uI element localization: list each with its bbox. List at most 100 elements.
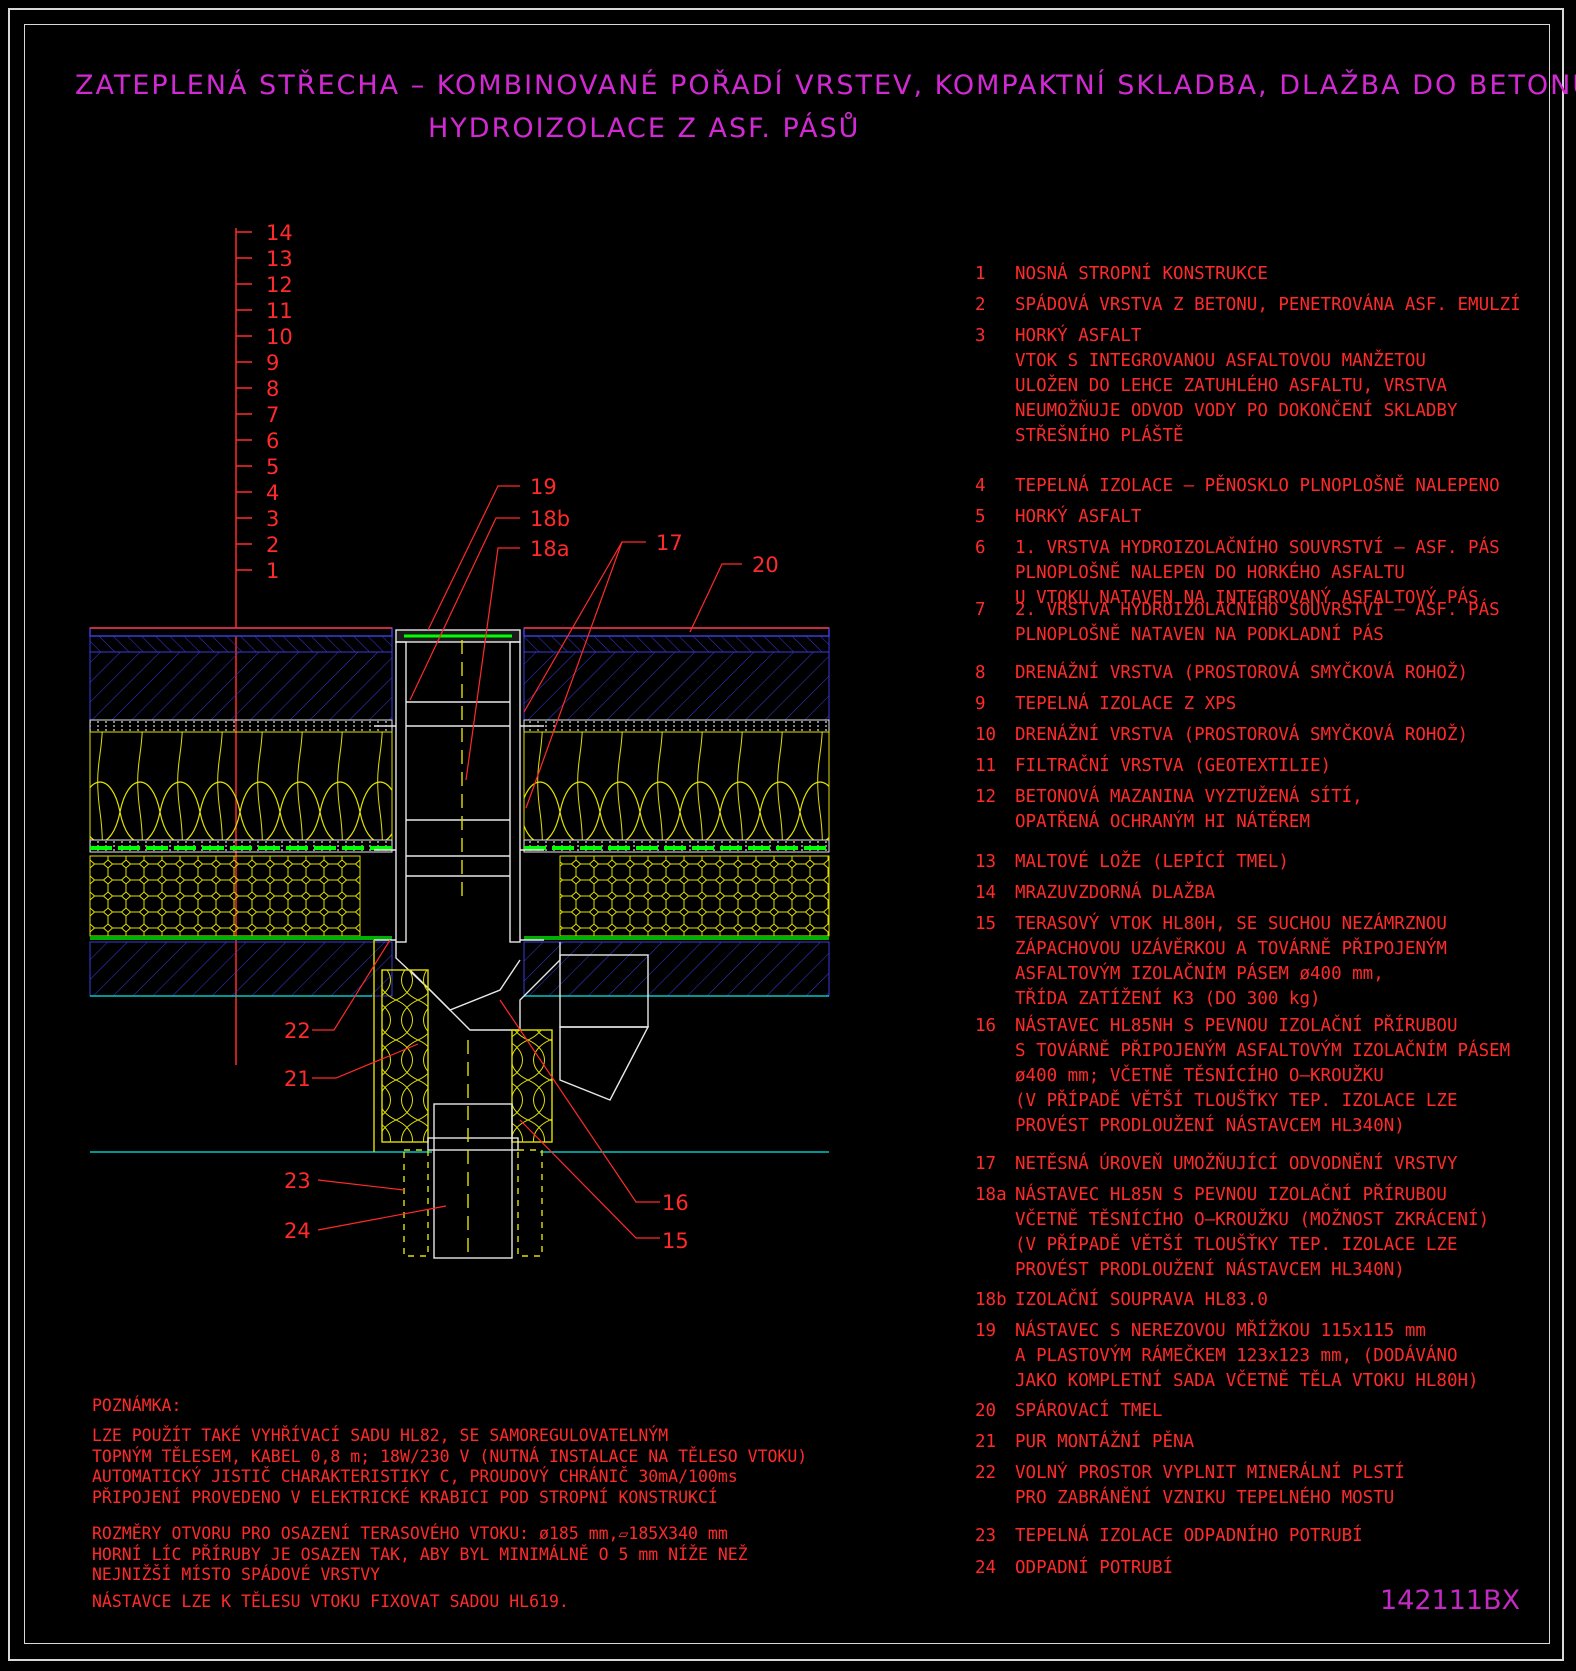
callout-18b: 18b [530,507,570,531]
roof-layers-right [523,627,830,1153]
legend-text: IZOLAČNÍ SOUPRAVA HL83.0 [1015,1290,1268,1310]
legend-text: TŘÍDA ZATÍŽENÍ K3 (DO 300 kg) [1015,989,1321,1009]
legend-text: ASFALTOVÝM IZOLAČNÍM PÁSEM ø400 mm, [1015,964,1384,984]
legend-text: A PLASTOVÝM RÁMEČKEM 123x123 mm, (DODÁVÁ… [1015,1346,1458,1366]
legend-text: TEPELNÁ IZOLACE – PĚNOSKLO PLNOPLOŠNĚ NA… [1015,476,1500,496]
legend-text: HORKÝ ASFALT [1015,507,1142,527]
legend-number: 11 [975,756,997,776]
callout-19: 19 [530,475,557,499]
legend-text: ODPADNÍ POTRUBÍ [1015,1558,1174,1578]
drawing-code: 142111BX [1380,1585,1521,1616]
title-line-1: ZATEPLENÁ STŘECHA – KOMBINOVANÉ POŘADÍ V… [75,70,1576,101]
legend-number: 7 [975,600,986,620]
note-line: PŘIPOJENÍ PROVEDENO V ELEKTRICKÉ KRABICI… [92,1487,718,1507]
legend-number: 13 [975,852,997,872]
legend-text: SPÁROVACÍ TMEL [1015,1401,1163,1421]
legend-text: PROVÉST PRODLOUŽENÍ NÁSTAVCEM HL340N) [1015,1260,1405,1280]
legend-number: 3 [975,326,986,346]
legend-number: 23 [975,1526,997,1546]
callout-23: 23 [284,1169,311,1193]
callout-17: 17 [656,531,683,555]
legend-text: OPATŘENÁ OCHRANÝM HI NÁTĚREM [1015,812,1311,832]
legend-text: (V PŘÍPADĚ VĚTŠÍ TLOUŠŤKY TEP. IZOLACE L… [1015,1091,1458,1111]
callout-labels: 19 18b 18a 17 20 22 21 23 24 16 15 [284,475,779,1253]
note-line: AUTOMATICKÝ JISTIČ CHARAKTERISTIKY C, PR… [92,1467,738,1486]
legend-text: VTOK S INTEGROVANOU ASFALTOVOU MANŽETOU [1015,351,1426,371]
legend-text: TEPELNÁ IZOLACE ODPADNÍHO POTRUBÍ [1015,1526,1363,1546]
legend-text: PROVÉST PRODLOUŽENÍ NÁSTAVCEM HL340N) [1015,1116,1405,1136]
callout-20: 20 [752,553,779,577]
callout-22: 22 [284,1019,311,1043]
legend-text: MALTOVÉ LOŽE (LEPÍCÍ TMEL) [1015,852,1289,872]
legend-text: PLNOPLOŠNĚ NALEPEN DO HORKÉHO ASFALTU [1015,563,1405,583]
scale-label-9: 9 [266,351,279,375]
legend-number: 19 [975,1321,997,1341]
legend-number: 18b [975,1290,1007,1310]
legend-text: FILTRAČNÍ VRSTVA (GEOTEXTILIE) [1015,756,1332,776]
drawing-frame-inner [24,24,1550,1644]
note-line: LZE POUŽÍT TAKÉ VYHŘÍVACÍ SADU HL82, SE … [92,1426,669,1445]
note-line: NÁSTAVCE LZE K TĚLESU VTOKU FIXOVAT SADO… [92,1592,569,1611]
legend-number: 5 [975,507,986,527]
scale-label-8: 8 [266,377,279,401]
callout-leaders [312,485,742,1239]
legend-number: 6 [975,538,986,558]
scale-label-10: 10 [266,325,293,349]
legend-number: 15 [975,914,997,934]
legend-text: VOLNÝ PROSTOR VYPLNIT MINERÁLNÍ PLSTÍ [1015,1463,1405,1483]
legend-text: TERASOVÝ VTOK HL80H, SE SUCHOU NEZÁMRZNO… [1015,914,1447,934]
legend-text: DRENÁŽNÍ VRSTVA (PROSTOROVÁ SMYČKOVÁ ROH… [1015,725,1469,745]
legend-text: NEUMOŽŇUJE ODVOD VODY PO DOKONČENÍ SKLAD… [1015,401,1458,421]
legend-text: BETONOVÁ MAZANINA VYZTUŽENÁ SÍTÍ, [1015,787,1363,807]
legend-text: MRAZUVZDORNÁ DLAŽBA [1015,883,1216,903]
title-line-2: HYDROIZOLACE Z ASF. PÁSŮ [428,113,861,144]
scale-label-11: 11 [266,299,293,323]
legend-text: NÁSTAVEC HL85NH S PEVNOU IZOLAČNÍ PŘÍRUB… [1015,1016,1458,1036]
scale-label-6: 6 [266,429,279,453]
note-line: ROZMĚRY OTVORU PRO OSAZENÍ TERASOVÉHO VT… [92,1524,728,1543]
legend-text: NOSNÁ STROPNÍ KONSTRUKCE [1015,264,1268,284]
scale-label-13: 13 [266,247,293,271]
legend-number: 9 [975,694,986,714]
legend-text: NETĚSNÁ ÚROVEŇ UMOŽŇUJÍCÍ ODVODNĚNÍ VRST… [1015,1154,1458,1174]
legend-text: 1. VRSTVA HYDROIZOLAČNÍHO SOUVRSTVÍ – AS… [1015,538,1500,558]
legend-number: 12 [975,787,997,807]
callout-24: 24 [284,1219,311,1243]
legend-number: 22 [975,1463,997,1483]
legend-number: 10 [975,725,997,745]
note-line: NEJNIŽŠÍ MÍSTO SPÁDOVÉ VRSTVY [92,1565,381,1584]
legend-text: PRO ZABRÁNĚNÍ VZNIKU TEPELNÉHO MOSTU [1015,1488,1395,1508]
note-heading: POZNÁMKA: [92,1396,182,1415]
callout-21: 21 [284,1067,311,1091]
legend-text: (V PŘÍPADĚ VĚTŠÍ TLOUŠŤKY TEP. IZOLACE L… [1015,1235,1458,1255]
legend-number: 1 [975,264,986,284]
legend-text: NÁSTAVEC S NEREZOVOU MŘÍŽKOU 115x115 mm [1015,1321,1426,1341]
drain-body [373,629,650,1259]
scale-label-5: 5 [266,455,279,479]
legend-text: U VTOKU NATAVEN NA INTEGROVANÝ ASFALTOVÝ… [1015,588,1479,608]
legend-number: 17 [975,1154,997,1174]
legend-text: NÁSTAVEC HL85N S PEVNOU IZOLAČNÍ PŘÍRUBO… [1015,1185,1447,1205]
scale-label-12: 12 [266,273,293,297]
legend-number: 2 [975,295,986,315]
scale-label-1: 1 [266,559,279,583]
legend-text: PUR MONTÁŽNÍ PĚNA [1015,1432,1195,1452]
callout-16: 16 [662,1191,689,1215]
scale-label-14: 14 [266,221,293,245]
legend-text: SPÁDOVÁ VRSTVA Z BETONU, PENETROVÁNA ASF… [1015,295,1521,315]
callout-15: 15 [662,1229,689,1253]
legend-text: S TOVÁRNĚ PŘIPOJENÝM ASFALTOVÝM IZOLAČNÍ… [1015,1041,1511,1061]
roof-layers-left [89,627,432,1153]
legend-number: 20 [975,1401,997,1421]
legend-number: 16 [975,1016,997,1036]
legend-number: 14 [975,883,997,903]
legend-number: 18a [975,1185,1007,1205]
drawing-frame-outer [8,8,1564,1661]
legend-text: ZÁPACHOVOU UZÁVĚRKOU A TOVÁRNĚ PŘIPOJENÝ… [1015,939,1447,959]
callout-18a: 18a [530,537,570,561]
note-line: HORNÍ LÍC PŘÍRUBY JE OSAZEN TAK, ABY BYL… [92,1544,748,1564]
legend-text: TEPELNÁ IZOLACE Z XPS [1015,694,1237,714]
legend-text: ULOŽEN DO LEHCE ZATUHLÉHO ASFALTU, VRSTV… [1015,376,1447,396]
